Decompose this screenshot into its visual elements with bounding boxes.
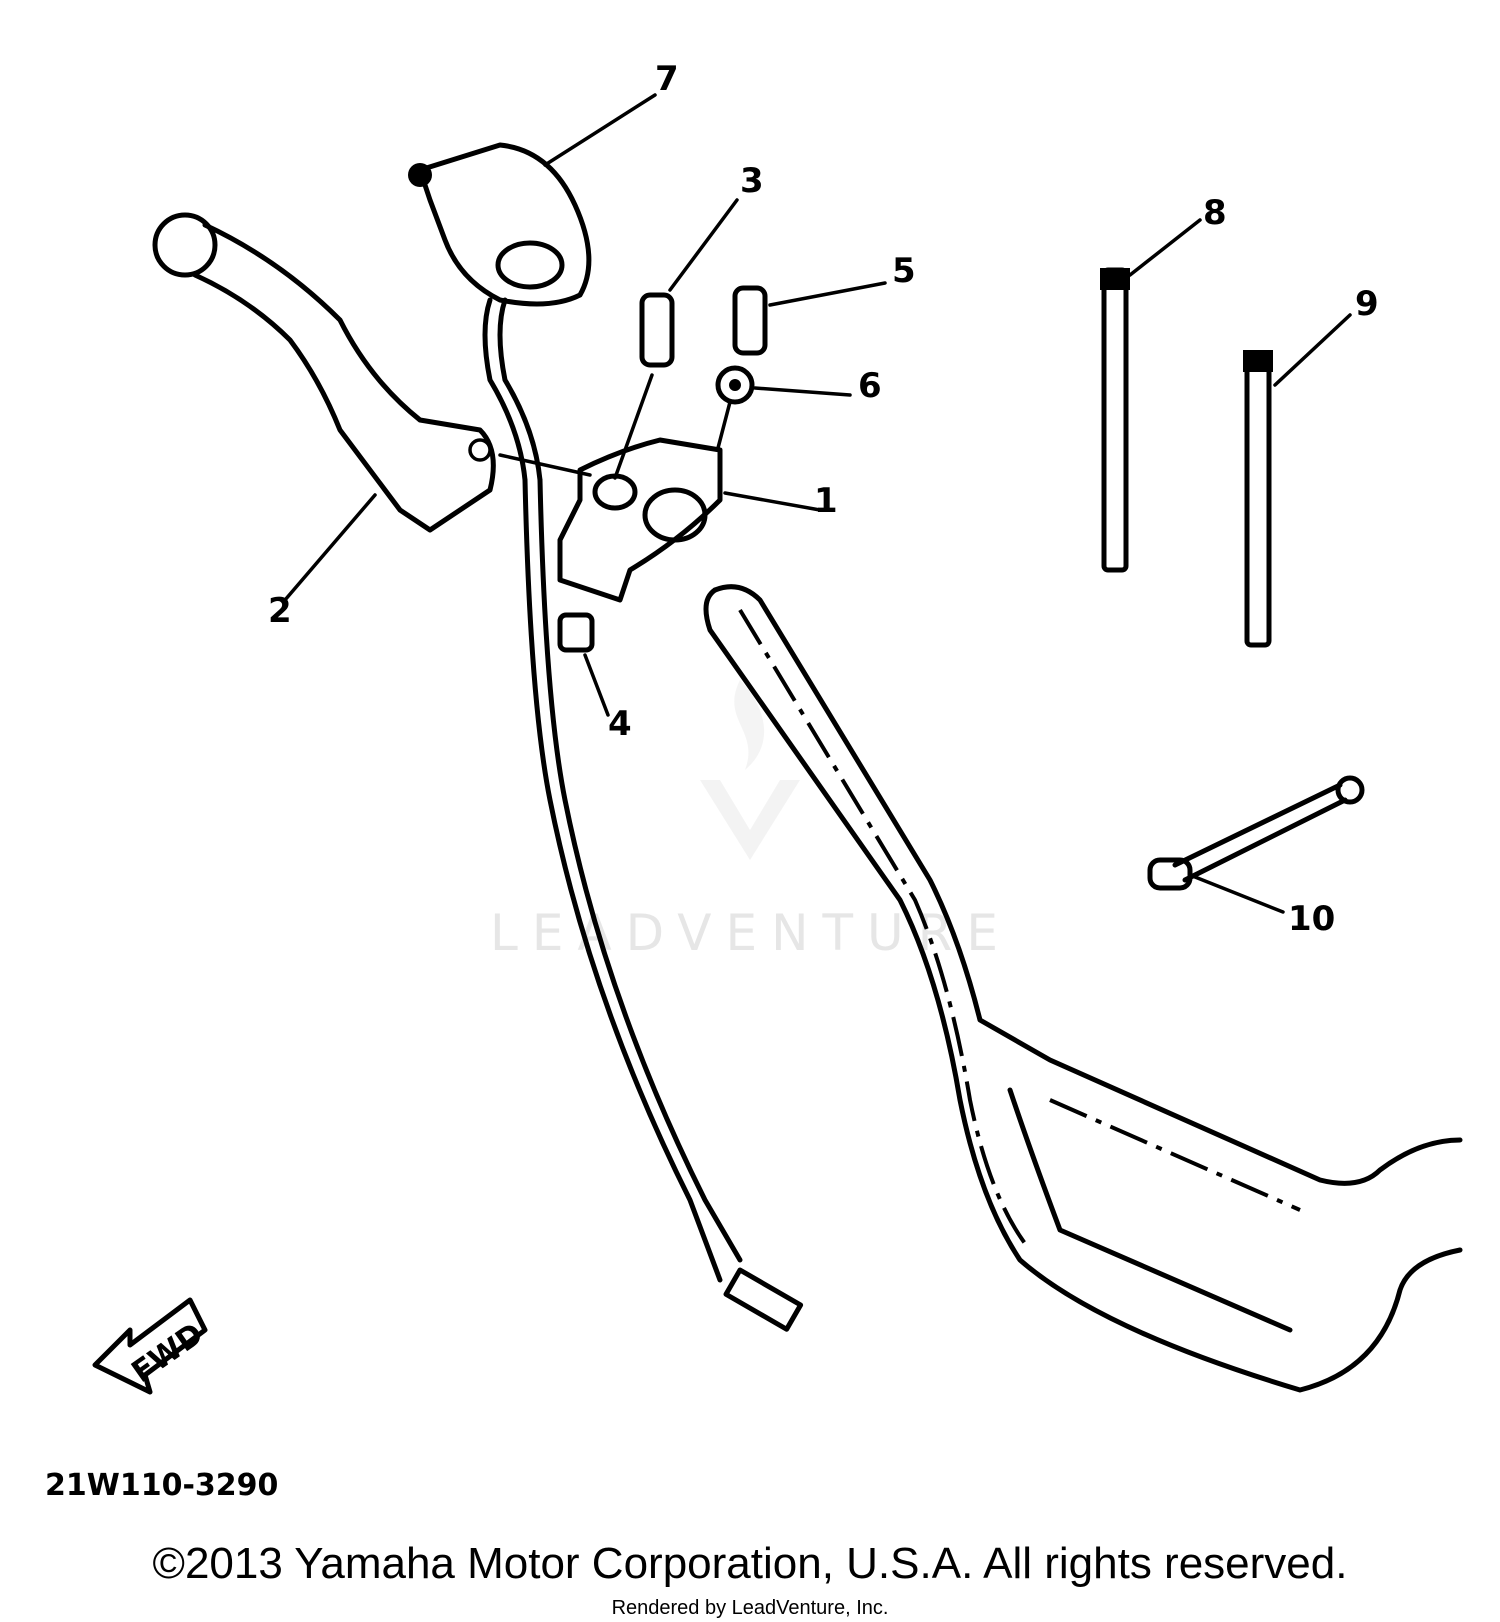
part-6-washer [715, 365, 755, 405]
part-1-holder [557, 437, 723, 603]
cable [522, 477, 804, 1332]
rendered-by-text: Rendered by LeadVenture, Inc. [611, 1597, 889, 1619]
part-5-bolt [732, 285, 768, 356]
callout-9: 9 [1355, 284, 1379, 324]
fwd-arrow-icon: FWD [92, 1297, 210, 1395]
part-8-cable-tie [1100, 267, 1130, 573]
handlebar [703, 584, 1463, 1393]
fwd-label: FWD [126, 1316, 210, 1390]
watermark-text: LEADVENTURE [490, 904, 1012, 962]
copyright-text: ©2013 Yamaha Motor Corporation, U.S.A. A… [152, 1539, 1348, 1588]
leader-lines [283, 93, 1352, 914]
callout-6: 6 [858, 366, 882, 406]
callout-5: 5 [892, 251, 916, 291]
part-7-switch [408, 142, 592, 483]
part-2-lever [152, 212, 496, 533]
part-10-lead [1147, 775, 1365, 891]
diagram-code: 21W110-3290 [45, 1468, 278, 1503]
callout-1: 1 [814, 481, 838, 521]
part-4-nut [557, 612, 595, 653]
callout-4: 4 [608, 704, 632, 744]
watermark-logo [700, 680, 800, 860]
part-3-bolt [639, 292, 675, 368]
callout-3: 3 [740, 161, 764, 201]
callout-2: 2 [268, 591, 292, 631]
callout-8: 8 [1203, 193, 1227, 233]
callout-7: 7 [655, 59, 679, 99]
part-9-cable-tie [1243, 350, 1273, 648]
callout-10: 10 [1288, 899, 1335, 939]
